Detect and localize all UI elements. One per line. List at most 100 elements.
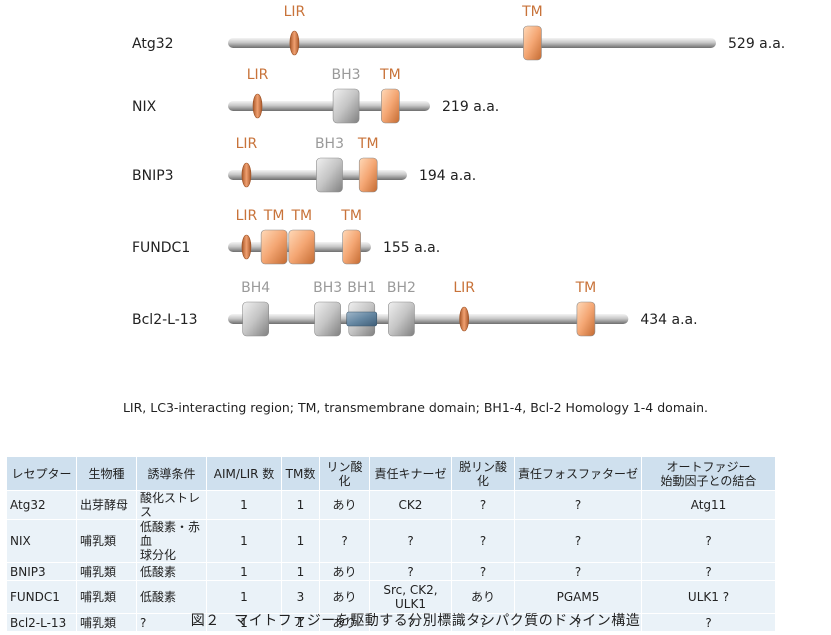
table-cell: 出芽酵母 [76,490,137,520]
protein-backbone [228,101,431,111]
table-cell: 低酸素 [136,580,207,614]
domain-label: TM [379,67,401,83]
domain-label: TM [357,136,379,152]
domain-label: TM [263,208,285,224]
tm-domain [288,229,316,265]
protein-length: 194 a.a. [419,168,476,184]
column-header: オートファジー始動因子との結合 [641,456,776,491]
column-header: 誘導条件 [136,456,207,491]
table-cell: ? [641,613,776,632]
column-header: AIM/LIR 数 [206,456,282,491]
table-cell: ? [514,490,642,520]
table-cell: 1 [206,613,282,632]
table-cell: 1 [206,519,282,563]
protein-backbone [228,314,629,324]
table-cell: 1 [206,580,282,614]
table-cell: あり [319,562,370,581]
table-cell: 哺乳類 [76,613,137,632]
column-header: TM数 [281,456,320,491]
column-header: レセプター [6,456,77,491]
figure-caption: 図２ マイトファジーを駆動する分別標識タンパク質のドメイン構造 [190,613,641,629]
table-cell: ? [451,519,515,563]
domain-label: LIR [236,136,258,152]
table-cell: あり [319,580,370,614]
domain-label: BH3 [332,67,361,83]
table-cell: FUNDC1 [6,580,77,614]
table-cell: Bcl2-L-13 [6,613,77,632]
domain-label: BH3 [313,280,342,296]
protein-name: Bcl2-L-13 [132,312,198,328]
tm-domain [260,229,288,265]
table-cell: 1 [206,562,282,581]
domain-label: LIR [236,208,258,224]
tm-domain [523,25,542,61]
protein-length: 155 a.a. [383,240,440,256]
tm-domain [342,229,361,265]
lir-domain [289,30,300,56]
bh-domain [316,157,343,193]
table-cell: 低酸素 [136,562,207,581]
lir-domain [459,306,469,332]
domain-label: LIR [247,67,269,83]
table-cell: PGAM5 [514,580,642,614]
protein-name: NIX [132,99,157,115]
table-cell: 酸化ストレス [136,490,207,520]
table-cell: 3 [281,580,320,614]
protein-name: Atg32 [132,36,174,52]
table-cell: BNIP3 [6,562,77,581]
tm-domain [576,301,596,337]
protein-name: BNIP3 [132,168,174,184]
bh-domain [388,301,415,337]
table-cell: 哺乳類 [76,580,137,614]
table-cell: 1 [281,490,320,520]
domain-label: TM [290,208,312,224]
table-cell: ? [369,562,452,581]
table-cell: ? [641,562,776,581]
protein-backbone [228,38,716,48]
tm-domain [358,157,378,193]
domain-label: BH1 [347,280,376,296]
domain-label: TM [340,208,362,224]
table-cell: ? [451,490,515,520]
table-cell: ? [369,613,452,632]
domain-label: LIR [453,280,475,296]
domain-label: BH4 [241,280,270,296]
lir-domain [241,162,252,188]
domain-label: TM [575,280,597,296]
table-cell: ? [514,562,642,581]
table-cell: ? [451,613,515,632]
table-cell: 1 [281,613,320,632]
table-cell: Atg11 [641,490,776,520]
table-cell: NIX [6,519,77,563]
bh-domain [314,301,341,337]
table-cell: 低酸素・赤血球分化 [136,519,207,563]
protein-length: 434 a.a. [640,312,697,328]
table-cell: Atg32 [6,490,77,520]
table-cell: あり [319,490,370,520]
table-cell: Src, CK2,ULK1 [369,580,452,614]
table-cell: 1 [206,490,282,520]
domain-label: LIR [284,4,306,20]
column-header: 脱リン酸化 [451,456,515,491]
protein-length: 529 a.a. [728,36,785,52]
column-header: リン酸化 [319,456,370,491]
tm-domain [381,88,400,124]
lir-domain [252,93,263,119]
bh-domain [332,88,360,124]
table-cell: ? [641,519,776,563]
table-cell: 哺乳類 [76,562,137,581]
table-cell: ? [319,519,370,563]
